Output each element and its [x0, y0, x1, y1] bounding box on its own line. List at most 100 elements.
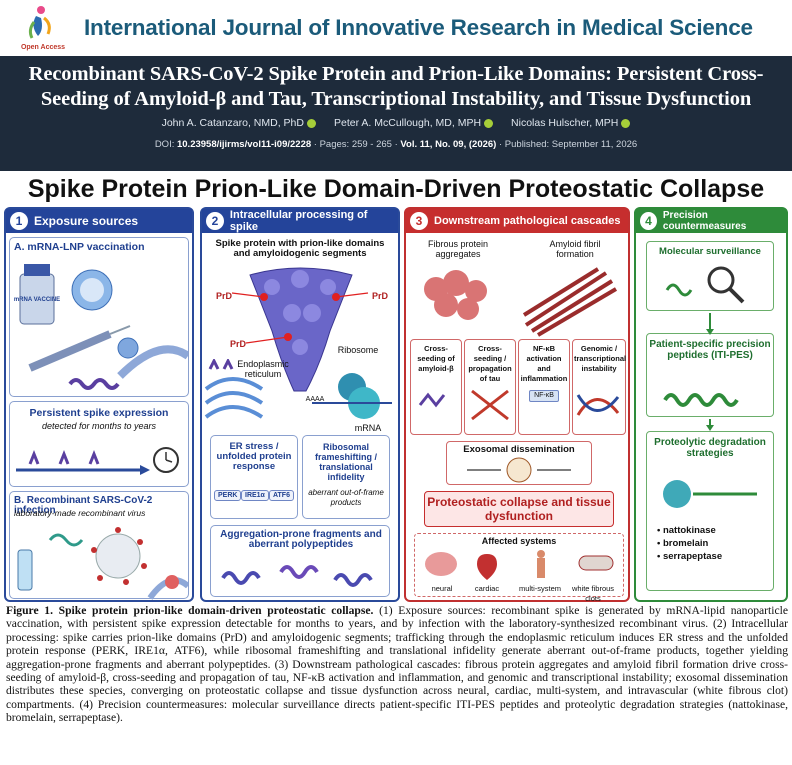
article-metadata: DOI: 10.23958/ijirms/vol11-i09/2228 · Pa…: [0, 139, 792, 150]
enzyme-nattokinase: • nattokinase: [657, 525, 716, 536]
open-access-label: Open Access: [21, 44, 65, 51]
peptide-icon: [663, 393, 739, 407]
proteolytic-label: Proteolytic degradation strategies: [654, 437, 766, 459]
peptides-box: Patient-specific precision peptides (ITI…: [646, 333, 774, 417]
er-stress-box: ER stress / unfolded protein response PE…: [210, 435, 298, 519]
exosomal-box: Exosomal dissemination: [446, 441, 592, 485]
exosome-icon: [467, 457, 571, 483]
journal-logo: Open Access: [8, 2, 78, 54]
page-range: · Pages: 259 - 265 ·: [313, 139, 398, 150]
ire1a-pill: IRE1α: [241, 490, 269, 501]
poly-a-label: AAAA: [305, 396, 325, 403]
orcid-icon[interactable]: [306, 118, 316, 128]
surveillance-label: Molecular surveillance: [659, 246, 761, 257]
er-label: Endoplasmic reticulum: [237, 359, 289, 379]
article-title: Recombinant SARS-CoV-2 Spike Protein and…: [0, 62, 792, 112]
volume-issue: Vol. 11, No. 09, (2026): [400, 139, 497, 150]
persistent-expression-box: Persistent spike expression detected for…: [9, 401, 189, 487]
persistent-expression-sub: detected for months to years: [41, 421, 157, 431]
proteostatic-collapse-label: Proteostatic collapse and tissue dysfunc…: [427, 495, 611, 523]
polypeptide-icon: [221, 565, 373, 587]
enzyme-bromelain: • bromelain: [657, 538, 709, 549]
spike-protein-icon: [231, 267, 369, 392]
system-neural: neural: [431, 584, 453, 593]
vial-label: mRNA VACCINE: [14, 297, 60, 303]
publish-date: · Published: September 11, 2026: [498, 139, 638, 150]
orcid-icon[interactable]: [484, 118, 494, 128]
recombinant-infection-box: B. Recombinant SARS-CoV-2 infection labo…: [9, 491, 189, 600]
cascade-genomic: Genomic / transcriptional instability: [572, 339, 626, 435]
mrna-vaccination-label: A. mRNA-LNP vaccination: [14, 241, 145, 253]
prd-label: PrD: [371, 291, 388, 301]
journal-title[interactable]: International Journal of Innovative Rese…: [84, 15, 753, 40]
mrna-vaccination-box: A. mRNA-LNP vaccination mRNA VACCINE: [9, 237, 189, 397]
article-header: Recombinant SARS-CoV-2 Spike Protein and…: [0, 56, 792, 171]
aggregation-label: Aggregation-prone fragments and aberrant…: [220, 529, 382, 550]
vaccine-syringe-icon: mRNA VACCINE: [14, 264, 188, 390]
timeline-stopwatch-icon: [16, 447, 179, 475]
figure-title: Spike Protein Prion-Like Domain-Driven P…: [27, 175, 765, 203]
doi-link[interactable]: 10.23958/ijirms/vol11-i09/2228: [176, 139, 312, 150]
surveillance-box: Molecular surveillance: [646, 241, 774, 311]
author-2[interactable]: Peter A. McCullough, MD, MPH: [334, 117, 494, 129]
caption-lead: Figure 1. Spike protein prion-like domai…: [6, 604, 374, 617]
mrna-label: mRNA: [354, 423, 382, 433]
figure-caption: Figure 1. Spike protein prion-like domai…: [6, 604, 788, 725]
prd-label: PrD: [215, 291, 232, 301]
spike-protein-label: Spike protein with prion-like domains an…: [215, 238, 385, 259]
flow-arrows: [706, 313, 714, 431]
virus-icon: [17, 527, 188, 600]
doi-label: DOI:: [154, 139, 177, 150]
exosomal-label: Exosomal dissemination: [463, 444, 575, 455]
fibrous-aggregates-label: Fibrous protein aggregates: [427, 239, 489, 259]
orcid-icon[interactable]: [621, 118, 631, 128]
aggregation-box: Aggregation-prone fragments and aberrant…: [210, 525, 390, 597]
ribosomal-sub-label: aberrant out-of-frame products: [308, 488, 384, 507]
proteostatic-collapse-box: Proteostatic collapse and tissue dysfunc…: [424, 491, 614, 527]
proteolytic-box: Proteolytic degradation strategies • nat…: [646, 431, 774, 591]
author-list: John A. Catanzaro, NMD, PhD Peter A. McC…: [0, 117, 792, 129]
system-clots: white fibrous clots: [571, 584, 615, 603]
magnifier-icon: [665, 266, 745, 304]
affected-systems-box: Affected systems neural cardiac multi-sy…: [414, 533, 624, 603]
aggregates-fibrils-icon: [424, 267, 618, 337]
recombinant-infection-sub: laboratory-made recombinant virus: [14, 508, 146, 518]
open-access-logo-icon: Open Access: [21, 6, 65, 51]
enzyme-serrapeptase: • serrapeptase: [657, 551, 723, 562]
ribosomal-frameshifting-box: Ribosomal frameshifting / translational …: [302, 435, 390, 519]
caption-body: (1) Exposure sources: recombinant spike …: [6, 604, 788, 725]
prd-label: PrD: [229, 339, 246, 349]
author-1[interactable]: John A. Catanzaro, NMD, PhD: [162, 117, 316, 129]
amyloid-fibril-label: Amyloid fibril formation: [549, 239, 601, 259]
nfkb-badge: NF-κB: [529, 390, 559, 402]
recombinant-infection-label: B. Recombinant SARS-CoV-2 infection: [14, 495, 153, 516]
enzyme-list: • nattokinase • bromelain • serrapeptase: [657, 524, 767, 563]
persistent-expression-title: Persistent spike expression: [29, 407, 169, 419]
atf6-pill: ATF6: [269, 490, 294, 501]
author-3[interactable]: Nicolas Hulscher, MPH: [511, 117, 631, 129]
cascade-nfkb: NF-κB activation and inflammation NF-κB: [518, 339, 570, 435]
er-ribosome-icon: [204, 359, 392, 419]
perk-pill: PERK: [214, 490, 242, 501]
article-title-line-1: Recombinant SARS-CoV-2 Spike Protein and…: [28, 63, 764, 85]
er-stress-label: ER stress / unfolded protein response: [216, 441, 292, 472]
organs-icon: [425, 550, 614, 580]
article-title-line-2: Seeding of Amyloid-β and Tau, Transcript…: [40, 88, 752, 110]
journal-header: Open Access International Journal of Inn…: [0, 0, 792, 56]
peptides-label: Patient-specific precision peptides (ITI…: [649, 339, 771, 361]
system-multi: multi-system: [518, 584, 562, 593]
ribosome-label: Ribosome: [337, 345, 379, 355]
cascade-icons: [418, 389, 620, 421]
ribosomal-frameshifting-label: Ribosomal frameshifting / translational …: [314, 442, 377, 482]
affected-systems-label: Affected systems: [481, 536, 557, 546]
system-cardiac: cardiac: [474, 584, 500, 593]
